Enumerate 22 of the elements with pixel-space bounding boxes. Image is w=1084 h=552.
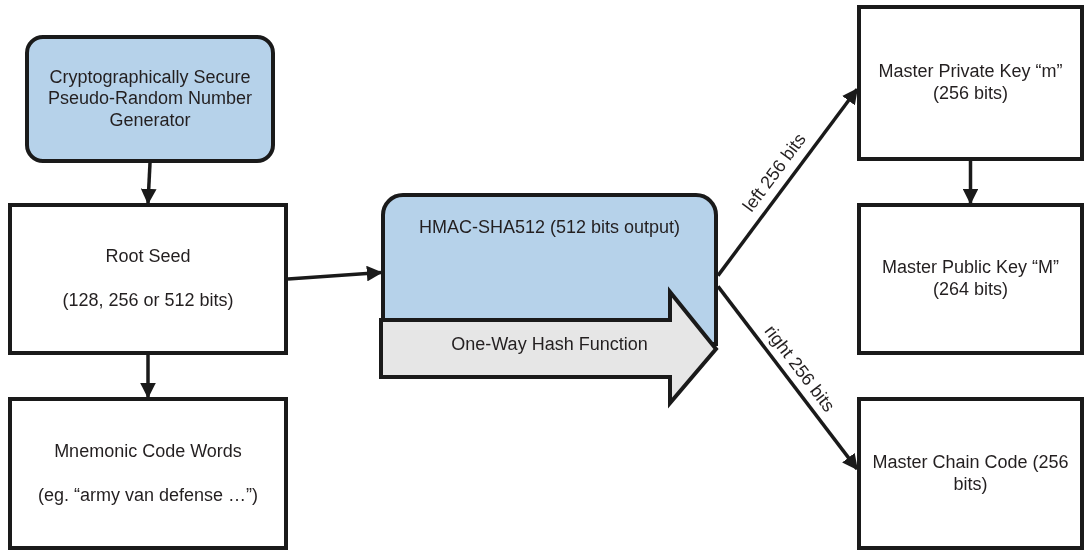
arrow xyxy=(716,285,859,471)
node-subtitle: (eg. “army van defense …”) xyxy=(36,484,260,507)
node-title: Master Chain Code (256 bits) xyxy=(871,451,1070,496)
node-title: Master Public Key “M” (264 bits) xyxy=(880,257,1060,301)
node-title: Master Private Key “m” (256 bits) xyxy=(877,61,1064,105)
arrow-label: One-Way Hash Function xyxy=(450,334,649,356)
arrow xyxy=(287,265,383,282)
process-box xyxy=(857,397,1084,550)
process-box xyxy=(8,203,288,355)
node-title: Root Seed xyxy=(104,246,192,268)
node-title: Mnemonic Code Words xyxy=(53,440,243,463)
arrow xyxy=(716,88,859,277)
arrow xyxy=(140,355,156,399)
generator-box xyxy=(25,35,275,163)
arrow xyxy=(140,162,157,205)
process-box xyxy=(857,203,1084,355)
process-box xyxy=(857,5,1084,161)
node-subtitle: (128, 256 or 512 bits) xyxy=(61,290,235,312)
node-title: Cryptographically Secure Pseudo-Random Number Generator xyxy=(46,66,254,132)
node-title: HMAC-SHA512 (512 bits output) xyxy=(417,217,682,239)
process-box xyxy=(8,397,288,550)
arrow xyxy=(962,161,979,205)
